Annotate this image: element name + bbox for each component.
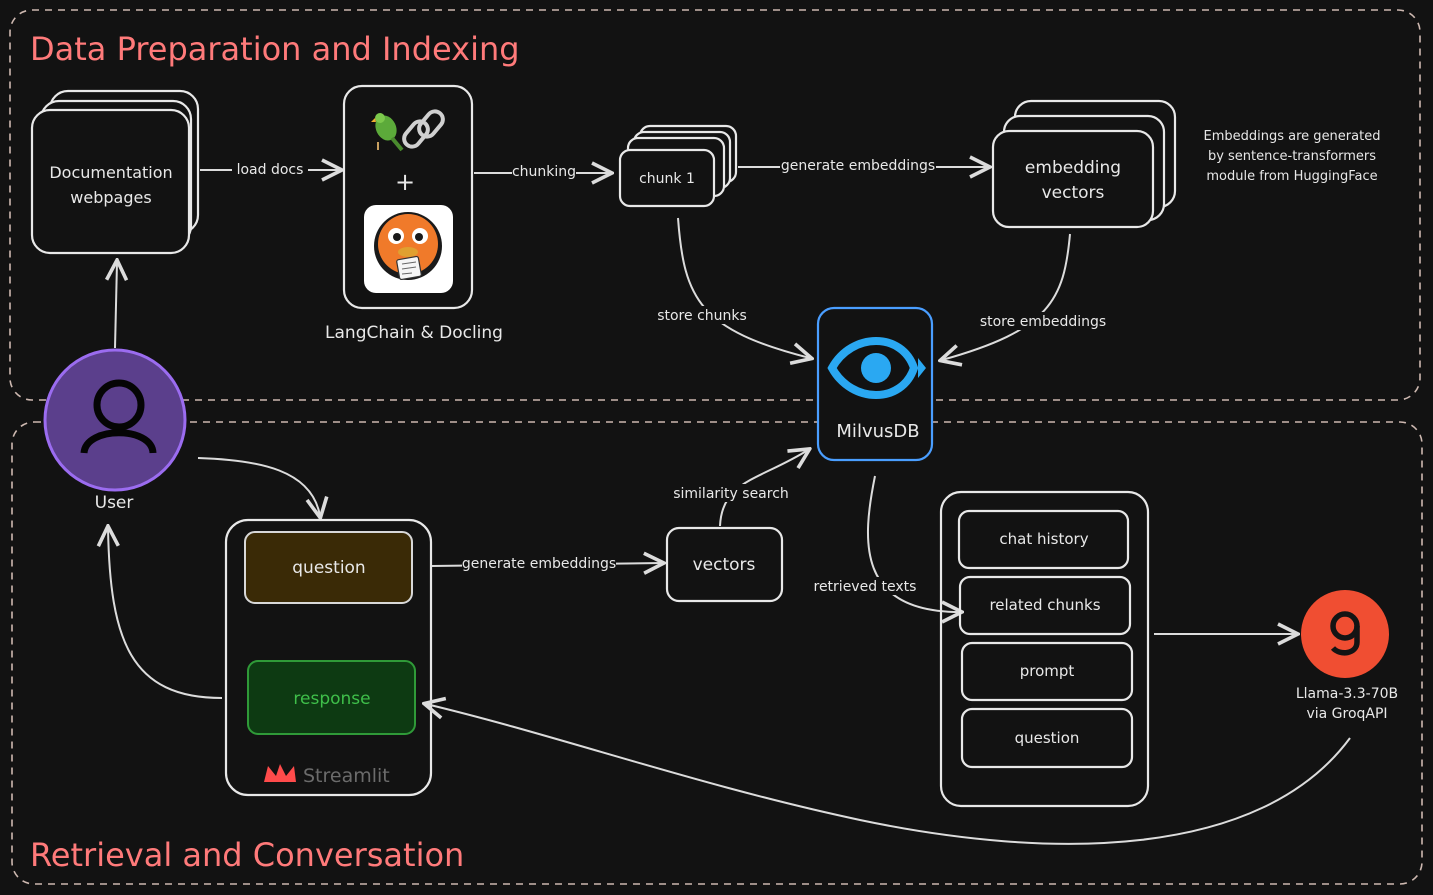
docling-duck-logo	[364, 205, 453, 293]
documentation-webpages-node: Documentation webpages	[30, 89, 200, 255]
vectors-label: vectors	[693, 555, 756, 575]
llm-node: Llama-3.3-70B via GroqAPI	[1296, 590, 1398, 722]
user-node: User	[43, 348, 187, 513]
milvusdb-label: MilvusDB	[836, 421, 919, 442]
store-chunks-label: store chunks	[657, 308, 747, 324]
prompt-label: prompt	[1020, 662, 1075, 680]
user-icon	[80, 379, 157, 454]
streamlit-app-node: question response Streamlit	[224, 518, 433, 797]
user-label: User	[95, 493, 134, 513]
llm-label-line1: Llama-3.3-70B	[1296, 686, 1398, 702]
response-to-user-arrow	[108, 528, 223, 699]
retrieved-texts-arrow	[867, 475, 960, 612]
milvusdb-node: MilvusDB	[816, 306, 934, 462]
prompt-item-chat-history	[957, 509, 1130, 570]
response-box	[247, 660, 416, 735]
docs-label-line2: webpages	[70, 188, 151, 207]
note-line1: Embeddings are generated	[1204, 129, 1381, 144]
load-docs-label: load docs	[237, 162, 304, 178]
milvus-eye-logo	[827, 337, 926, 399]
indexing-section	[9, 9, 1421, 401]
embeddings-note: Embeddings are generated by sentence-tra…	[1204, 129, 1381, 184]
vectors-node: vectors	[665, 526, 784, 603]
plus-sign: +	[395, 168, 415, 196]
chunking-label: chunking	[512, 164, 576, 180]
streamlit-crown-logo	[264, 764, 296, 782]
prompt-question-label: question	[1015, 729, 1080, 747]
store-chunks-arrow	[677, 217, 810, 358]
question-label: question	[292, 558, 365, 578]
user-to-question-arrow	[197, 457, 320, 516]
streamlit-label: Streamlit	[303, 765, 390, 787]
docs-label-line1: Documentation	[49, 163, 172, 182]
chunk-stack-node: chunk 1	[618, 124, 738, 208]
embedding-label-line2: vectors	[1042, 183, 1105, 203]
parrot-icon	[371, 113, 404, 152]
note-line3: module from HuggingFace	[1206, 169, 1377, 184]
generate-embeddings-label-2: generate embeddings	[462, 556, 616, 572]
retrieval-title: Retrieval and Conversation	[30, 836, 464, 874]
similarity-search-label: similarity search	[673, 486, 789, 502]
store-embeddings-arrow	[942, 233, 1071, 360]
prompt-item-related-chunks	[958, 575, 1132, 636]
langchain-docling-caption: LangChain & Docling	[325, 323, 503, 343]
user-to-docs-arrow	[115, 262, 117, 349]
similarity-search-arrow	[719, 450, 808, 527]
chunk-label: chunk 1	[639, 171, 695, 187]
prompt-item-question	[960, 707, 1134, 769]
response-label: response	[293, 689, 370, 709]
embedding-label-line1: embedding	[1025, 158, 1121, 178]
prompt-context-node: chat history related chunks prompt quest…	[939, 490, 1150, 808]
llm-label-line2: via GroqAPI	[1306, 706, 1387, 722]
generate-embeddings-label-1: generate embeddings	[781, 158, 935, 174]
retrieved-texts-label: retrieved texts	[814, 579, 917, 595]
groq-logo	[1301, 590, 1389, 678]
prompt-item-prompt	[960, 641, 1134, 702]
indexing-title: Data Preparation and Indexing	[30, 30, 520, 68]
question-box	[244, 531, 413, 604]
note-line2: by sentence-transformers	[1208, 149, 1376, 164]
store-embeddings-label: store embeddings	[980, 314, 1106, 330]
related-chunks-label: related chunks	[989, 596, 1100, 614]
chain-link-icon	[402, 109, 445, 149]
embedding-vectors-node: embedding vectors	[991, 99, 1177, 229]
retrieval-section	[11, 421, 1423, 885]
llm-to-response-arrow	[426, 704, 1351, 845]
chat-history-label: chat history	[999, 530, 1088, 548]
langchain-docling-node: + LangChain & Docling	[325, 84, 503, 343]
